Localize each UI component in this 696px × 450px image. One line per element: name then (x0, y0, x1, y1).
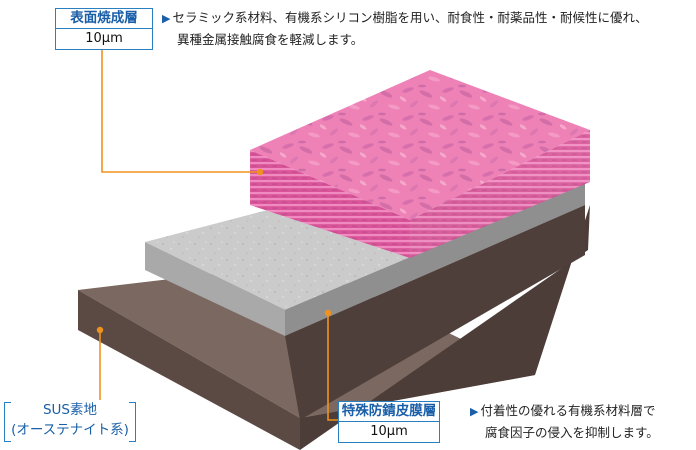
pointer-arrow-icon: ▶ (470, 405, 479, 418)
special-coating-title: 特殊防錆皮膜層 (339, 402, 439, 422)
sus-base-name: SUS素地 (42, 402, 98, 418)
special-coating-right (285, 183, 585, 336)
pointer-arrow-icon: ▶ (162, 12, 171, 25)
surface-desc-line-1: ▶セラミック系材料、有機系シリコン樹脂を用い、耐食性・耐薬品性・耐候性に優れ、 (162, 7, 692, 29)
surface-layer-title: 表面焼成層 (56, 9, 152, 29)
special-desc-text-1: 付着性の優れる有機系材料層で (480, 403, 656, 418)
leader-lines (99, 48, 338, 421)
sus-base-slab-right (285, 205, 585, 420)
special-coating-thickness: 10µm (370, 424, 408, 439)
special-desc-line-1: ▶付着性の優れる有機系材料層で (470, 400, 694, 422)
surface-leader-dot (256, 168, 264, 176)
sus-base-type: (オーステナイト系) (11, 422, 129, 438)
sus-base-label: SUS素地 (オーステナイト系) (4, 400, 136, 442)
surface-layer-front (250, 150, 410, 258)
surface-layer-description: ▶セラミック系材料、有機系シリコン樹脂を用い、耐食性・耐薬品性・耐候性に優れ、 … (162, 7, 692, 50)
bracket-right-icon (129, 402, 136, 442)
surface-leader-line (101, 48, 258, 173)
special-coating-description: ▶付着性の優れる有機系材料層で 腐食因子の侵入を抑制します。 (470, 400, 694, 443)
special-leader-line (327, 313, 338, 421)
surface-desc-line-2: 異種金属接触腐食を軽減します。 (177, 32, 364, 47)
surface-layer-label-box: 表面焼成層 10µm (55, 8, 153, 50)
surface-layer-top (250, 70, 590, 220)
special-coating-front (145, 242, 285, 336)
sus-base-front (78, 290, 300, 450)
surface-fired-block (250, 70, 590, 258)
leader-dots (96, 168, 332, 334)
surface-desc-text-1: セラミック系材料、有機系シリコン樹脂を用い、耐食性・耐薬品性・耐候性に優れ、 (172, 10, 648, 25)
special-coating-label-box: 特殊防錆皮膜層 10µm (338, 401, 440, 443)
special-leader-dot (324, 309, 332, 317)
sus-leader-dot (96, 326, 104, 334)
special-desc-line-2: 腐食因子の侵入を抑制します。 (485, 425, 659, 440)
bracket-left-icon (4, 402, 11, 442)
sus-base-slab (285, 205, 585, 420)
surface-layer-thickness: 10µm (85, 31, 123, 46)
sus-base-right (300, 205, 590, 450)
surface-layer-right (410, 130, 590, 258)
